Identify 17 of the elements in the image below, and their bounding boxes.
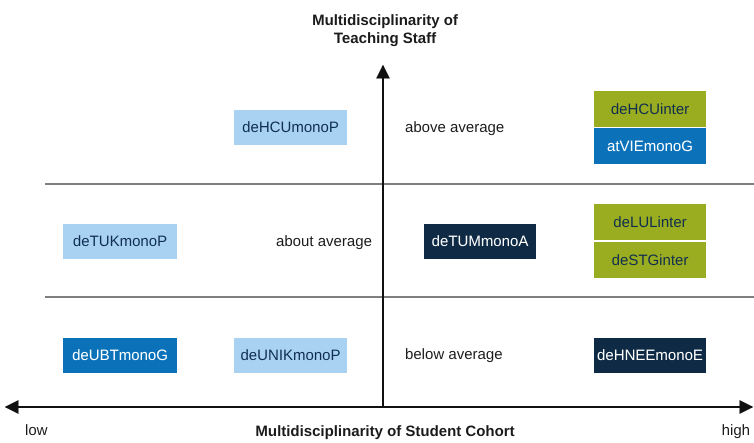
label-box: deUBTmonoG [63,338,177,373]
axis-end-label: low [25,422,48,439]
label-box: deSTGinter [594,242,706,278]
row-label: above average [405,119,504,136]
axis-title: Multidisciplinarity of Teaching Staff [311,12,459,48]
label-box: deUNIKmonoP [234,338,347,373]
label-box: deTUKmonoP [63,224,177,259]
label-box: deTUMmonoA [424,224,536,259]
label-box: deHNEEmonoE [594,338,706,373]
row-label: below average [405,346,503,363]
label-box: deHCUinter [594,91,706,127]
axis-end-label: high [722,422,750,439]
label-box: atVIEmonoG [594,128,706,164]
label-box: deHCUmonoP [234,110,347,145]
axis-title: Multidisciplinarity of Student Cohort [254,423,516,440]
row-label: about average [276,233,372,250]
label-box: deLULinter [594,204,706,240]
